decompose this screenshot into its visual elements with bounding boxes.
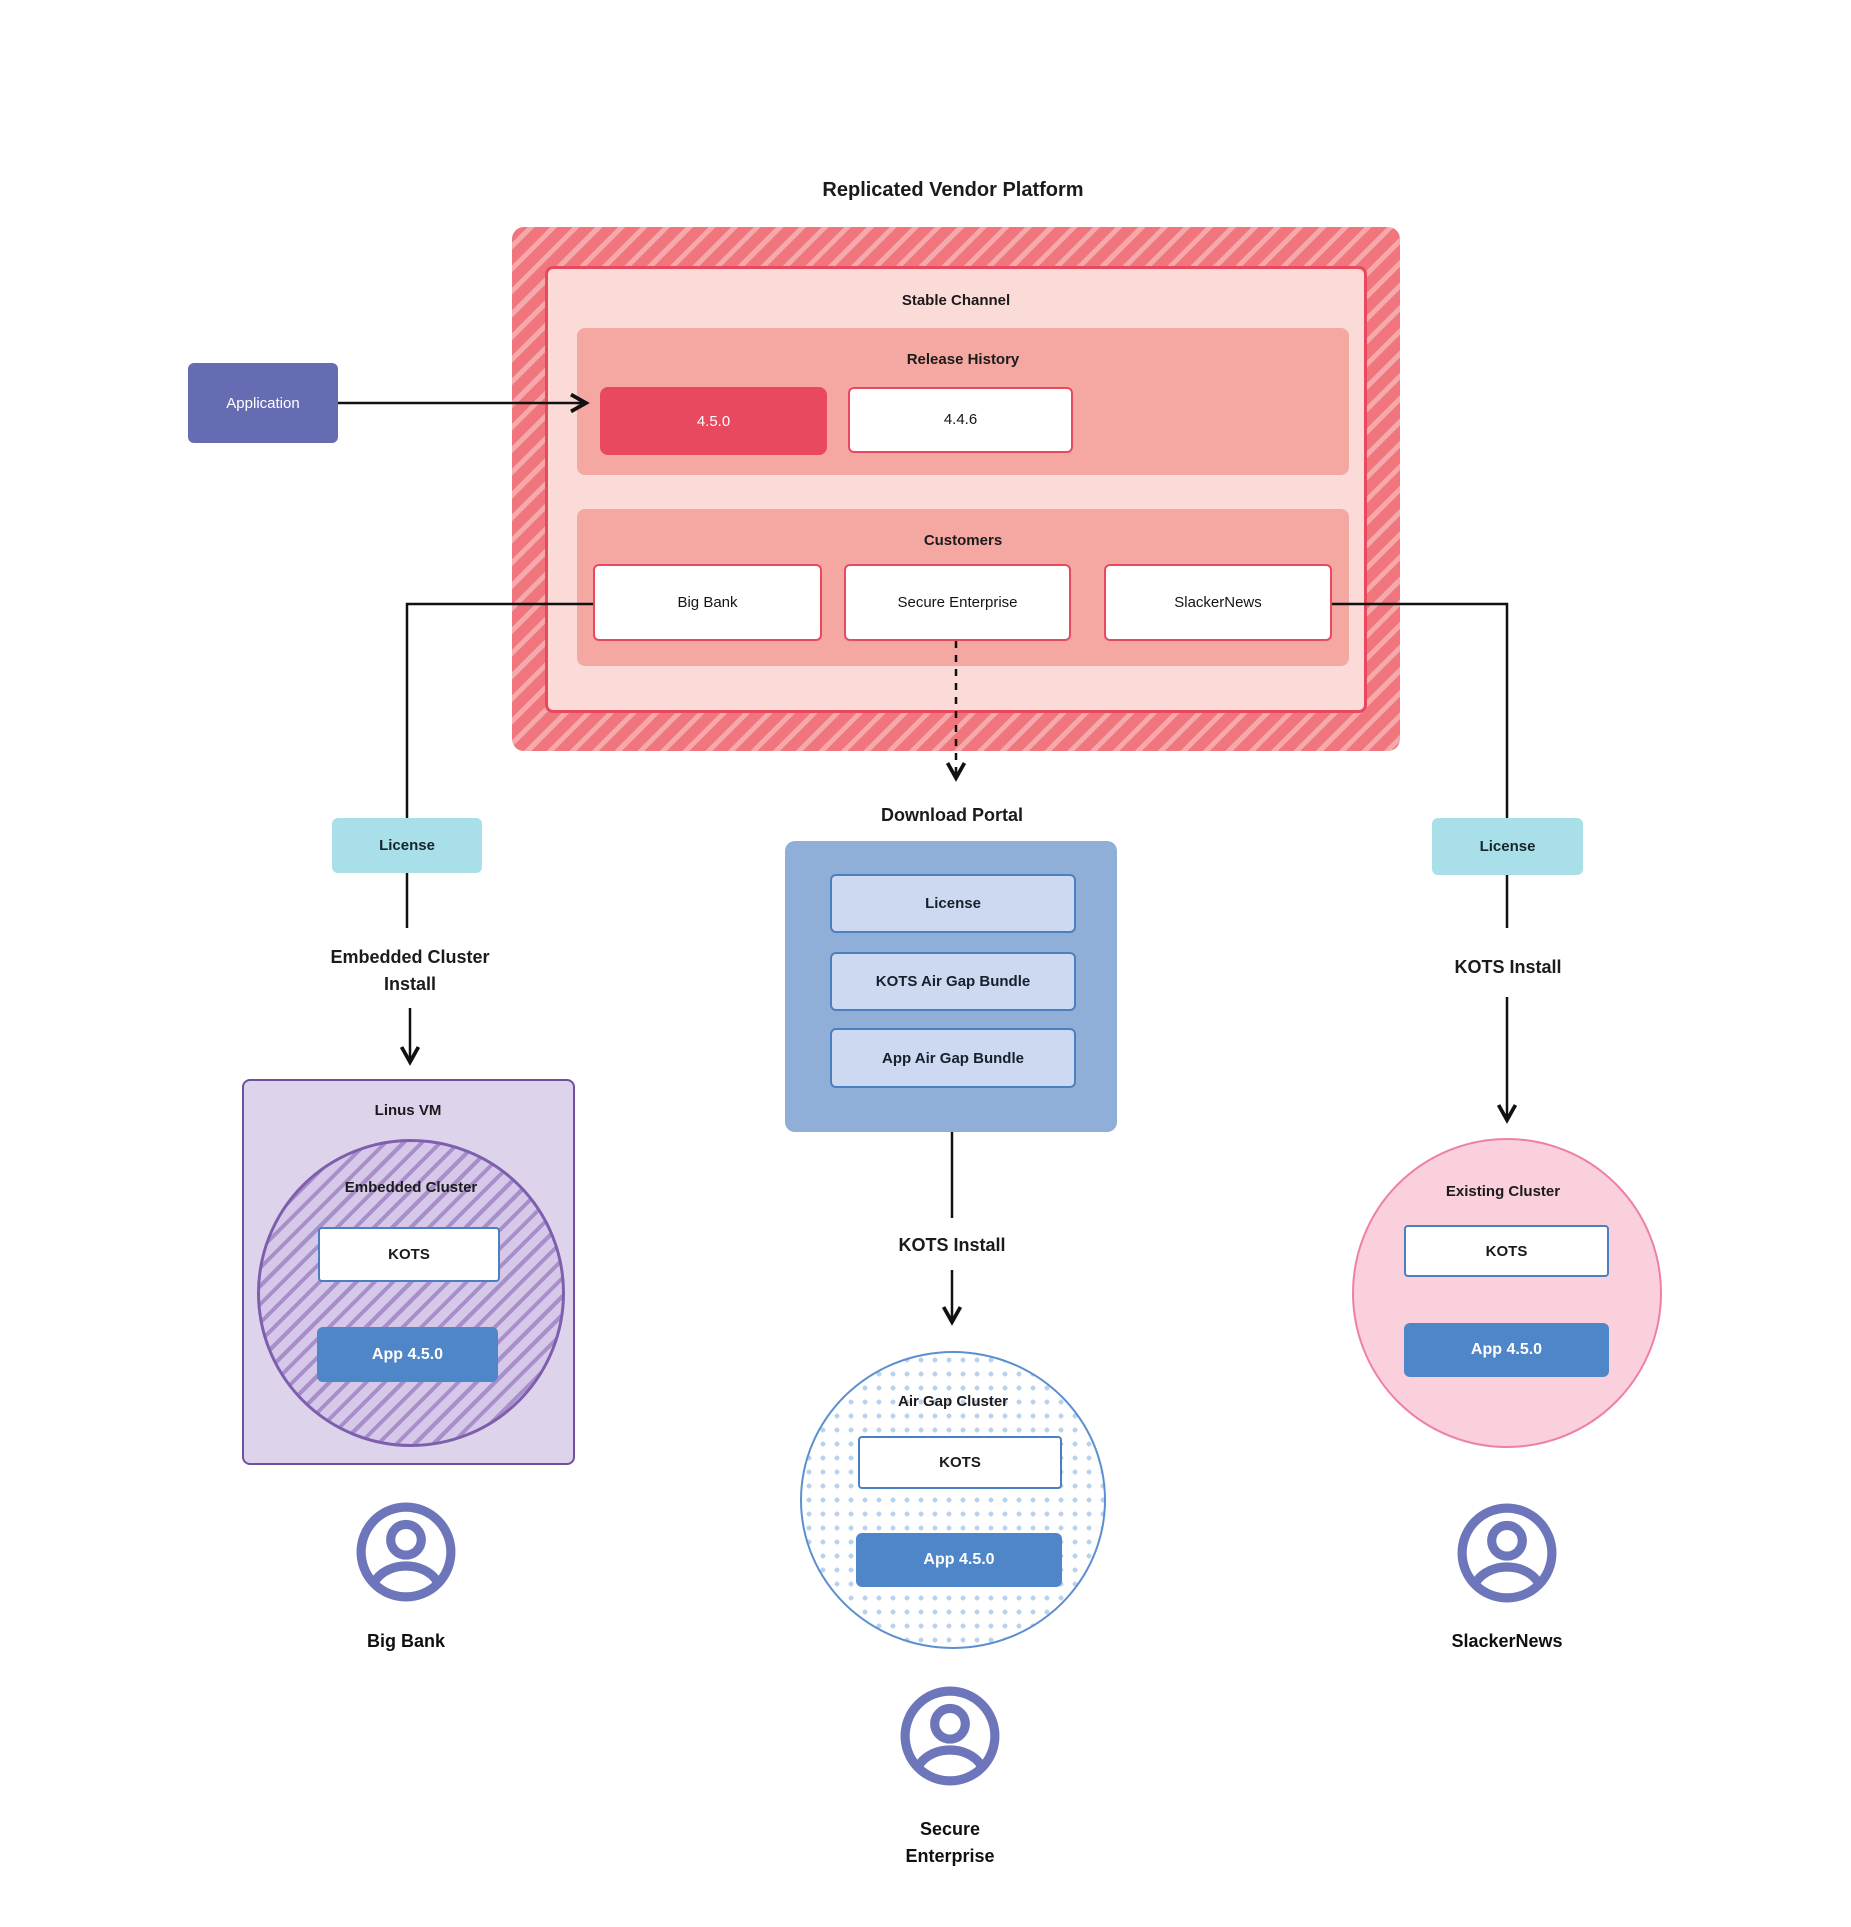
user-icon-secure-enterprise <box>899 1685 1001 1787</box>
portal-item-license: License <box>830 874 1076 933</box>
kots-install-label-middle: KOTS Install <box>802 1228 1102 1262</box>
existing-cluster-circle <box>1352 1138 1662 1448</box>
embedded-cluster-install-label: Embedded Cluster Install <box>260 940 560 1002</box>
user-label-secure-enterprise: Secure Enterprise <box>905 1819 995 1866</box>
air-gap-cluster-circle <box>800 1351 1106 1649</box>
release-version-previous: 4.4.6 <box>848 387 1073 453</box>
portal-item-app-airgap-bundle: App Air Gap Bundle <box>830 1028 1076 1088</box>
linus-vm-label: Linus VM <box>374 1101 442 1119</box>
kots-box-airgap: KOTS <box>858 1436 1062 1489</box>
person-in-circle-icon <box>356 1502 456 1602</box>
air-gap-cluster-label: Air Gap Cluster <box>897 1392 1009 1410</box>
embedded-cluster-circle <box>257 1139 565 1447</box>
embedded-cluster-circle-label: Embedded Cluster <box>344 1178 478 1196</box>
line-slackernews-to-license <box>1332 602 1509 818</box>
person-in-circle-icon <box>1457 1503 1557 1603</box>
portal-item-kots-airgap-bundle: KOTS Air Gap Bundle <box>830 952 1076 1011</box>
customer-slackernews: SlackerNews <box>1104 564 1332 641</box>
user-icon-big-bank <box>355 1501 457 1603</box>
page-title: Replicated Vendor Platform <box>822 178 1084 201</box>
kots-box-existing: KOTS <box>1404 1225 1609 1277</box>
kots-box-embedded: KOTS <box>318 1227 500 1282</box>
person-in-circle-icon <box>900 1686 1000 1786</box>
license-box-right: License <box>1432 818 1583 875</box>
kots-install-label-right: KOTS Install <box>1358 950 1658 984</box>
stable-channel-label: Stable Channel <box>901 291 1011 309</box>
application-box: Application <box>188 363 338 443</box>
user-label-slackernews: SlackerNews <box>1451 1630 1563 1651</box>
release-version-active: 4.5.0 <box>600 387 827 455</box>
app-box-airgap: App 4.5.0 <box>856 1533 1062 1587</box>
embedded-cluster-install-line2: Install <box>383 974 436 994</box>
customer-big-bank: Big Bank <box>593 564 822 641</box>
release-history-label: Release History <box>906 350 1020 368</box>
existing-cluster-label: Existing Cluster <box>1445 1182 1561 1200</box>
license-box-left: License <box>332 818 482 873</box>
app-box-existing: App 4.5.0 <box>1404 1323 1609 1377</box>
line-bigbank-to-license <box>405 602 593 818</box>
download-portal-label: Download Portal <box>880 804 1023 825</box>
customers-label: Customers <box>923 531 1003 549</box>
embedded-cluster-install-line1: Embedded Cluster <box>330 947 490 967</box>
user-label-big-bank: Big Bank <box>366 1630 445 1651</box>
user-icon-slackernews <box>1456 1502 1558 1604</box>
customer-secure-enterprise: Secure Enterprise <box>844 564 1071 641</box>
app-box-embedded: App 4.5.0 <box>317 1327 498 1382</box>
